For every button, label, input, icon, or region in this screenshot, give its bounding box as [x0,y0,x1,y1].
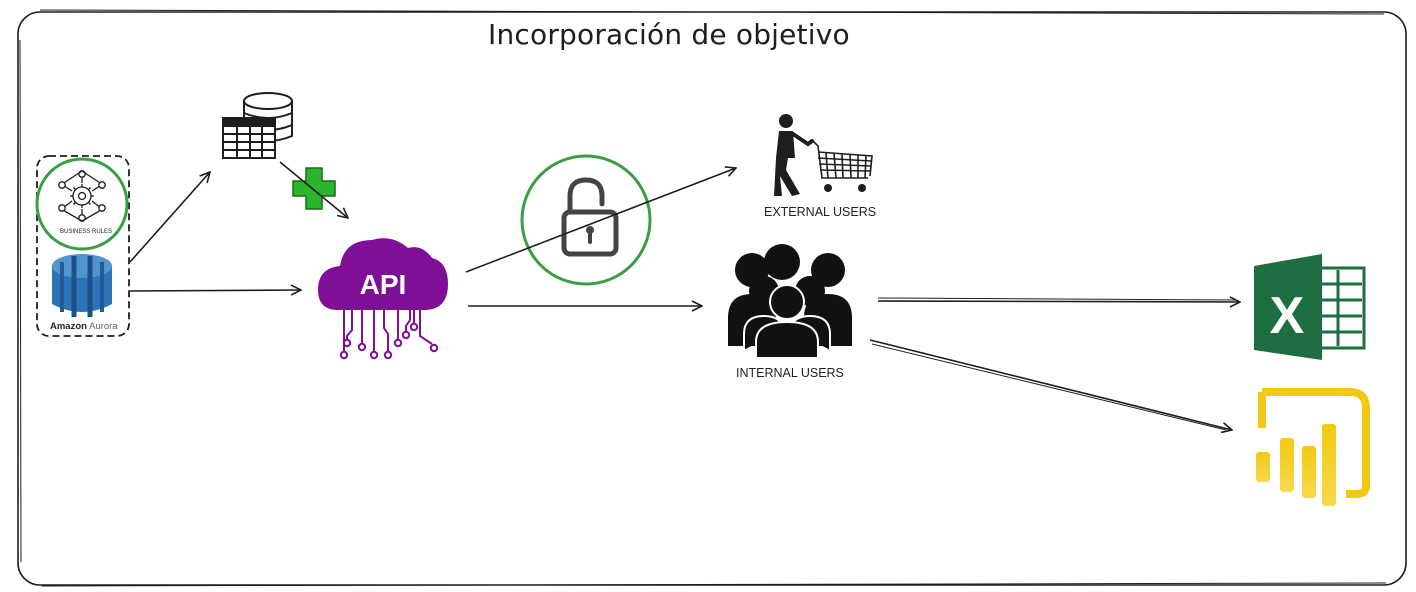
arrow-internal-to-excel [877,301,1240,302]
aurora-label-bold: Amazon [50,321,87,332]
arrow-internal-to-excel-shadow [877,297,1237,301]
amazon-aurora-icon [52,254,112,317]
excel-letter: X [1270,287,1305,345]
power-bi-icon [1256,388,1370,506]
arrow-aurora-to-database [129,172,210,263]
arrow-internal-to-powerbi [869,339,1232,430]
aurora-label: Amazon Aurora [50,321,118,332]
aurora-label-light: Aurora [89,321,118,332]
external-users-label: EXTERNAL USERS [764,205,877,219]
user-group-icon [728,244,852,359]
diagram-frame [17,9,1407,587]
api-label: API [360,269,407,300]
excel-icon: X [1254,254,1366,360]
gear-network-icon [58,170,106,222]
shopping-cart-person-icon [774,114,873,196]
arrow-aurora-to-api [129,290,301,291]
unlocked-padlock-icon [520,154,652,286]
diagram-title: Incorporación de objetivo [488,18,850,51]
api-cloud-icon [318,238,448,360]
connectors [129,161,1240,431]
plus-icon [292,167,336,210]
internal-users-label: INTERNAL USERS [736,366,844,380]
arrow-api-to-external [465,168,736,273]
business-rules-node [35,157,129,251]
business-rules-label: BUSINESS RULES [60,229,113,235]
arrow-internal-to-powerbi-shadow [871,343,1227,431]
database-table-icon [222,92,293,159]
arrow-database-to-api [279,161,348,218]
source-group-outline [36,155,130,337]
